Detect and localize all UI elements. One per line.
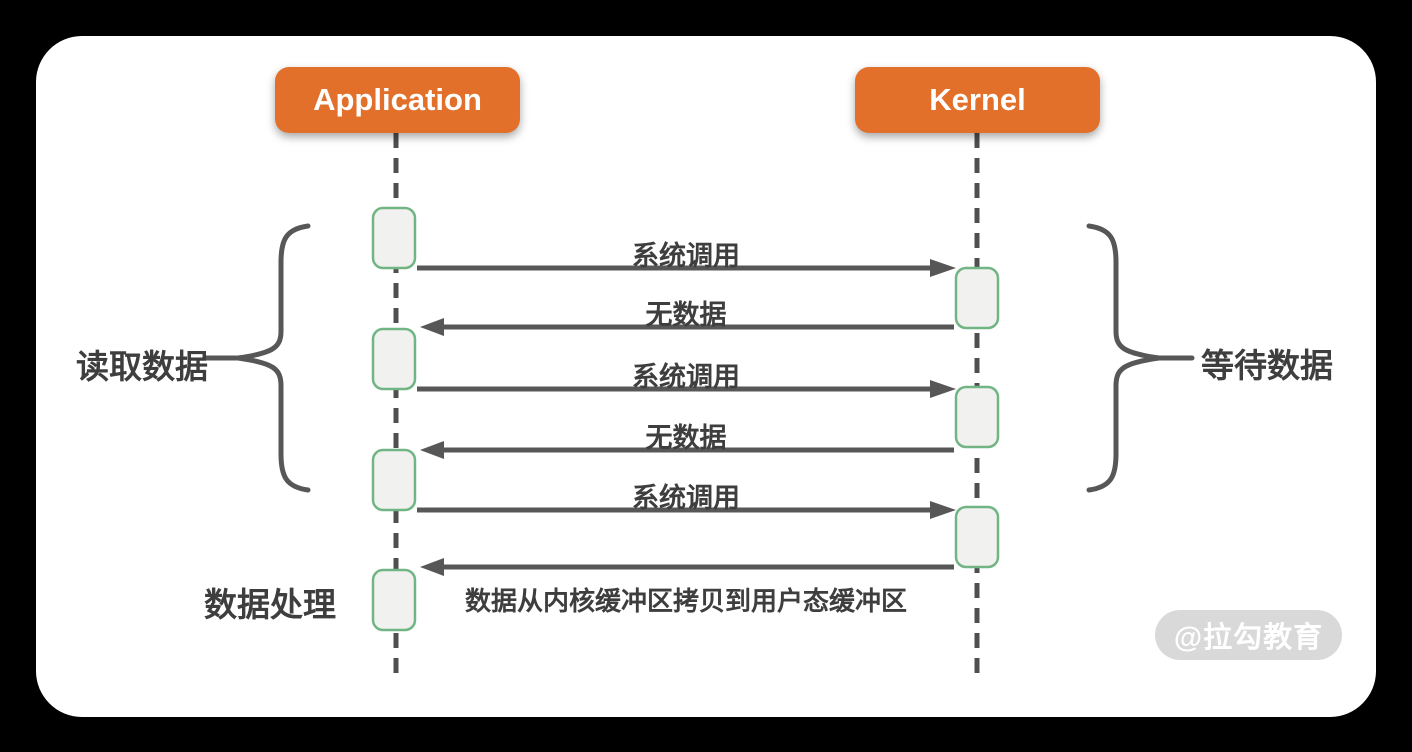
read-data-label: 读取数据 (76, 348, 208, 385)
message-label: 系统调用 (632, 241, 740, 271)
message-label: 无数据 (645, 300, 727, 330)
message-label: 数据从内核缓冲区拷贝到用户态缓冲区 (464, 586, 908, 616)
message-label: 系统调用 (632, 362, 740, 392)
watermark-badge: @拉勾教育 (1155, 610, 1342, 660)
data-processing-label: 数据处理 (204, 586, 336, 623)
wait-data-label: 等待数据 (1201, 347, 1333, 384)
kernel-lifeline-header: Kernel (855, 67, 1100, 133)
application-lifeline-header: Application (275, 67, 520, 133)
message-label: 系统调用 (632, 483, 740, 513)
message-label: 无数据 (645, 423, 727, 453)
